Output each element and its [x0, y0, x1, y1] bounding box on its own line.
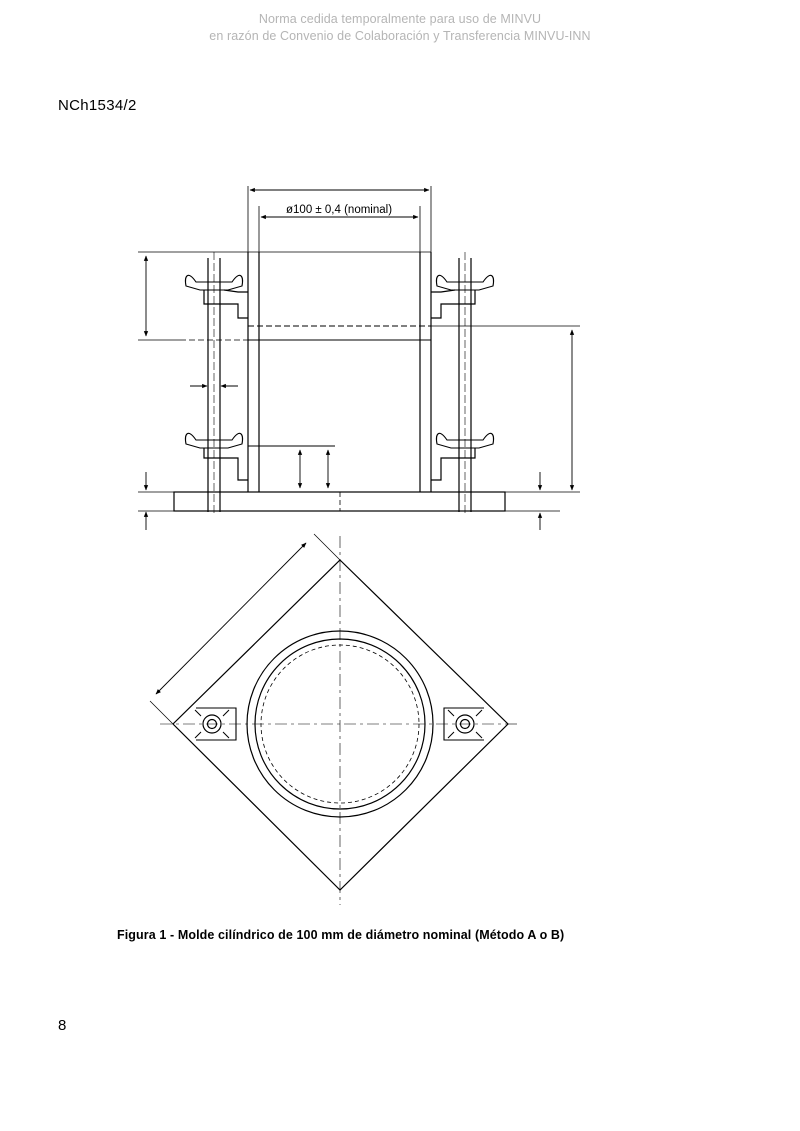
watermark-line-2: en razón de Convenio de Colaboración y T… [209, 29, 591, 43]
mold-outer-circle [246, 630, 434, 818]
page-number: 8 [58, 1017, 67, 1034]
base-plate [173, 491, 506, 512]
dimension-label: ø100 ± 0,4 (nominal) [286, 204, 392, 216]
elevation-view [138, 186, 580, 530]
figure-caption: Figura 1 - Molde cilíndrico de 100 mm de… [117, 928, 565, 942]
square-base-plate [172, 559, 509, 891]
mold-technical-drawing: ø100 ± 0,4 (nominal) [138, 186, 580, 905]
left-wing-nut [202, 714, 222, 734]
watermark-line-1: Norma cedida temporalmente para uso de M… [258, 12, 542, 26]
right-wing-nut [455, 714, 475, 734]
document-code: NCh1534/2 [58, 97, 137, 114]
plan-view [149, 533, 520, 905]
